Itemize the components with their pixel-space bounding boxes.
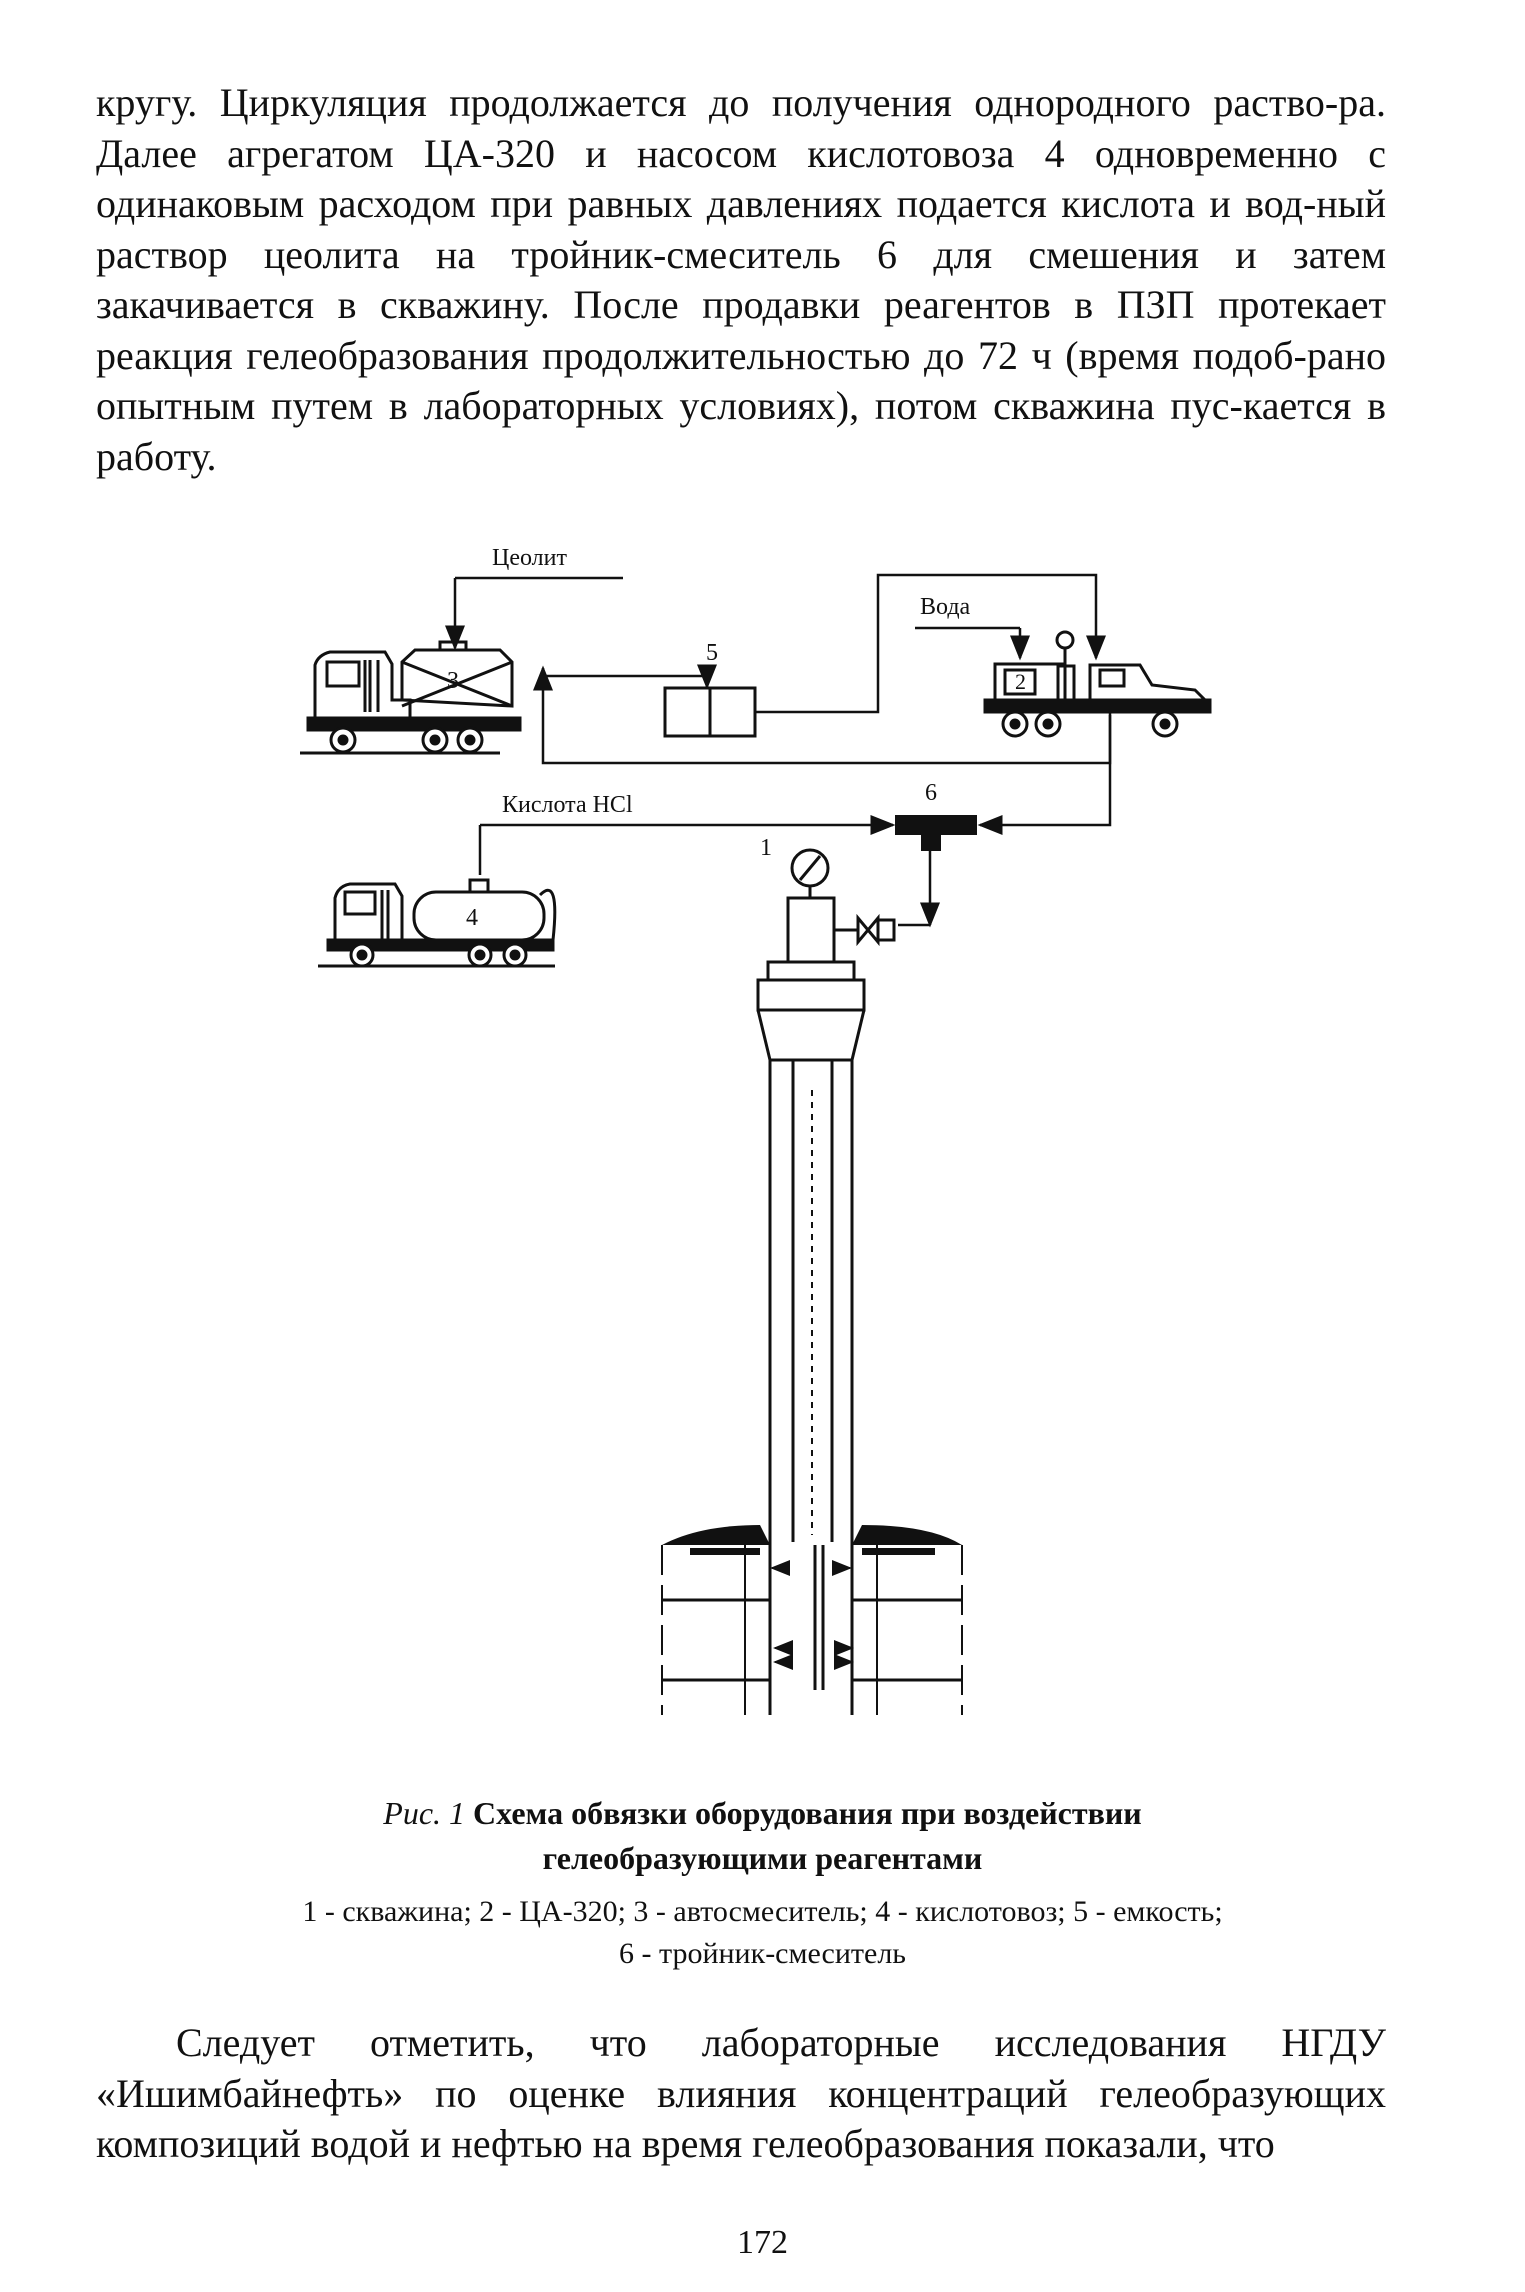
flow-arrows xyxy=(770,1560,854,1670)
figure-legend-line2: 6 - тройник-смеситель xyxy=(618,1937,906,1970)
label-1: 1 xyxy=(760,835,772,861)
mixer-truck-3 xyxy=(300,640,522,755)
label-2: 2 xyxy=(1015,669,1026,694)
formation-layer xyxy=(662,1525,962,1555)
page-number: 172 xyxy=(737,2224,788,2261)
tank-5 xyxy=(663,686,757,738)
figure-caption-title: Рис. 1 Схема обвязки оборудования при во… xyxy=(0,1790,1525,1836)
label-6: 6 xyxy=(925,780,937,806)
body-paragraph-bottom: Следует отметить, что лабораторные иссле… xyxy=(96,2020,1386,2166)
acid-and-pump-lines xyxy=(478,712,1112,928)
well-1 xyxy=(661,848,963,1715)
water-feed-line xyxy=(915,626,1030,661)
zeolite-feed-line xyxy=(445,576,623,651)
figure-legend-line1: 1 - скважина; 2 - ЦА-320; 3 - автосмесит… xyxy=(302,1895,1223,1928)
body-paragraph-top: кругу. Циркуляция продолжается до получе… xyxy=(96,80,1386,479)
acid-truck-4 xyxy=(318,878,557,968)
label-5: 5 xyxy=(706,640,718,666)
acid-label: Кислота HCl xyxy=(502,792,633,818)
pump-unit-truck-2 xyxy=(983,630,1212,738)
tee-mixer-6 xyxy=(895,815,977,851)
label-4: 4 xyxy=(466,905,478,931)
figure-caption-prefix: Рис. 1 xyxy=(383,1795,466,1831)
zeolite-label: Цеолит xyxy=(492,545,567,571)
label-3: 3 xyxy=(447,668,459,694)
figure-caption-line1: Схема обвязки оборудования при воздейств… xyxy=(465,1795,1142,1831)
figure-caption-line2: гелеобразующими реагентами xyxy=(542,1840,983,1876)
water-label: Вода xyxy=(920,594,971,620)
